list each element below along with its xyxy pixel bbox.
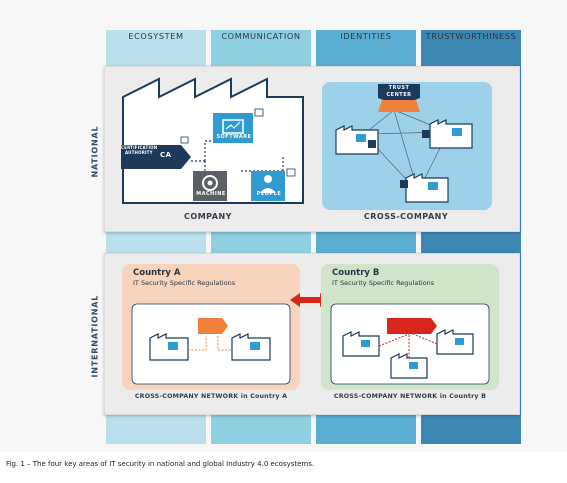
country-b-name: Country B xyxy=(332,268,380,278)
countries-double-arrow xyxy=(290,293,330,307)
cross-company-diagram xyxy=(322,82,492,210)
country-b-diagram xyxy=(321,264,499,390)
country-a-name: Country A xyxy=(133,268,181,278)
national-label: NATIONAL xyxy=(90,125,100,178)
country-a-diagram xyxy=(122,264,300,390)
column-header-trustworthiness: TRUSTWORTHINESS xyxy=(425,31,517,41)
machine-label: MACHINE xyxy=(196,191,226,197)
trust-center-line-1: TRUST xyxy=(388,85,410,91)
country-a-network: CROSS-COMPANY NETWORK in Country A xyxy=(134,393,288,400)
ca-text-line-2: AUTHORITY xyxy=(125,150,153,155)
company-diagram xyxy=(121,77,304,204)
ca-text-line-1: CERTIFICATION xyxy=(121,145,158,150)
software-label: SOFTWARE xyxy=(216,134,252,140)
figure-caption: Fig. 1 – The four key areas of IT securi… xyxy=(6,460,315,468)
people-label: PEOPLE xyxy=(256,191,282,197)
column-header-identities: IDENTITIES xyxy=(340,31,392,41)
figure-frame: ECOSYSTEM COMMUNICATION IDENTITIES TRUST… xyxy=(90,30,521,444)
country-a-regs: IT Security Specific Regulations xyxy=(133,279,236,287)
country-b-network: CROSS-COMPANY NETWORK in Country B xyxy=(333,393,487,400)
cross-company-title: CROSS-COMPANY xyxy=(363,212,449,221)
trust-center-line-2: CENTER xyxy=(386,92,412,98)
column-header-communication: COMMUNICATION xyxy=(221,31,301,41)
ca-short-label: CA xyxy=(160,151,172,159)
country-b-regs: IT Security Specific Regulations xyxy=(332,279,435,287)
company-title: COMPANY xyxy=(184,212,232,221)
international-label: INTERNATIONAL xyxy=(90,294,100,378)
column-header-ecosystem: ECOSYSTEM xyxy=(128,31,184,41)
